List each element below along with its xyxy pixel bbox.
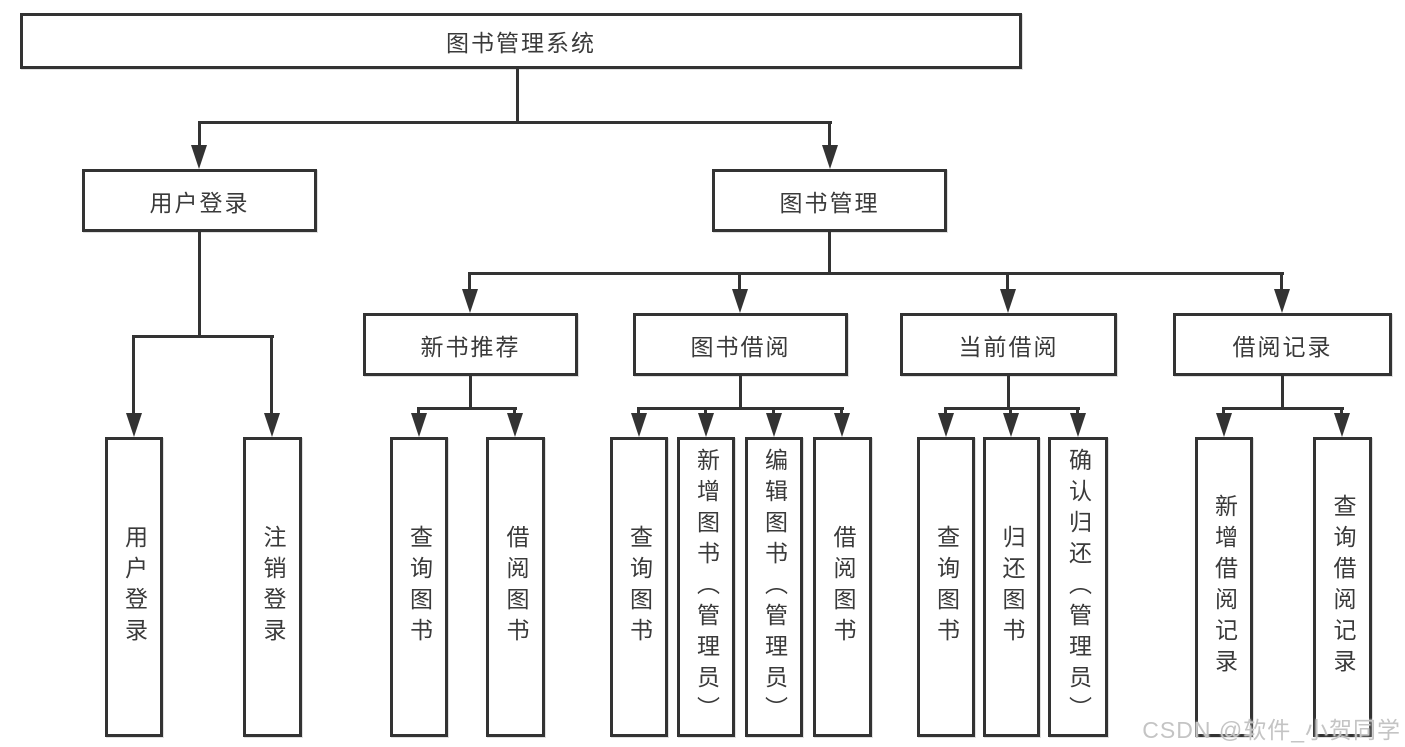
leaf-record-add-borrow-record-label: 新增借阅记录	[1211, 494, 1238, 680]
leaf-current-query-books-label: 查询图书	[933, 525, 960, 649]
leaf-record-query-borrow-record: 查询借阅记录	[1313, 437, 1372, 737]
leaf-record-add-borrow-record: 新增借阅记录	[1195, 437, 1253, 737]
leaf-current-query-books: 查询图书	[917, 437, 975, 737]
connector-line	[739, 376, 742, 407]
connector-line	[945, 407, 1080, 410]
leaf-current-confirm-return-admin-label: 确认归还（管理员）	[1065, 447, 1092, 727]
arrow-down-icon	[834, 413, 850, 437]
arrow-down-icon	[1216, 413, 1232, 437]
arrow-down-icon	[1070, 413, 1086, 437]
node-book-management-label: 图书管理	[779, 189, 880, 216]
arrow-down-icon	[1334, 413, 1350, 437]
node-user-login-label: 用户登录	[149, 189, 250, 216]
connector-line	[270, 335, 273, 420]
arrow-down-icon	[191, 145, 207, 169]
leaf-current-return-books: 归还图书	[983, 437, 1040, 737]
connector-line	[198, 121, 832, 124]
leaf-user-login-label: 用户登录	[121, 525, 148, 649]
node-book-borrow-label: 图书借阅	[690, 333, 791, 360]
leaf-borrow-borrow-books-label: 借阅图书	[830, 525, 856, 649]
leaf-borrow-query-books-label: 查询图书	[626, 525, 653, 649]
arrow-down-icon	[938, 413, 954, 437]
node-root-system-label: 图书管理系统	[446, 30, 596, 56]
leaf-logout-login-label: 注销登录	[260, 525, 286, 649]
leaf-borrow-query-books: 查询图书	[610, 437, 668, 737]
node-new-book-recommend-label: 新书推荐	[420, 333, 521, 360]
node-book-management: 图书管理	[712, 169, 947, 232]
arrow-down-icon	[766, 413, 782, 437]
arrow-down-icon	[1000, 289, 1016, 313]
connector-line	[828, 232, 831, 275]
leaf-borrow-borrow-books: 借阅图书	[813, 437, 872, 737]
arrow-down-icon	[732, 289, 748, 313]
connector-line	[469, 376, 472, 407]
connector-line	[828, 121, 831, 151]
leaf-user-login: 用户登录	[105, 437, 163, 737]
connector-line	[1006, 272, 1009, 292]
leaf-newbook-query-books-label: 查询图书	[406, 525, 433, 649]
leaf-borrow-edit-books-admin-label: 编辑图书（管理员）	[761, 447, 788, 727]
connector-line	[1281, 376, 1284, 407]
arrow-down-icon	[1274, 289, 1290, 313]
arrow-down-icon	[1003, 413, 1019, 437]
leaf-newbook-query-books: 查询图书	[390, 437, 448, 737]
connector-line	[1007, 376, 1010, 407]
connector-line	[198, 232, 201, 335]
arrow-down-icon	[411, 413, 427, 437]
leaf-record-query-borrow-record-label: 查询借阅记录	[1330, 494, 1356, 680]
arrow-down-icon	[462, 289, 478, 313]
node-new-book-recommend: 新书推荐	[363, 313, 578, 376]
arrow-down-icon	[264, 413, 280, 437]
connector-line	[198, 121, 201, 151]
leaf-current-return-books-label: 归还图书	[999, 525, 1025, 649]
connector-line	[133, 335, 274, 338]
node-borrow-record: 借阅记录	[1173, 313, 1392, 376]
connector-line	[516, 69, 519, 122]
arrow-down-icon	[698, 413, 714, 437]
csdn-watermark: CSDN @软件_小贺同学	[1142, 717, 1401, 743]
connector-line	[418, 407, 517, 410]
node-root-system: 图书管理系统	[20, 13, 1022, 69]
node-current-borrow-label: 当前借阅	[958, 333, 1059, 360]
leaf-newbook-borrow-books-label: 借阅图书	[503, 525, 529, 649]
connector-line	[132, 335, 135, 420]
connector-line	[638, 407, 844, 410]
node-current-borrow: 当前借阅	[900, 313, 1117, 376]
node-user-login: 用户登录	[82, 169, 317, 232]
leaf-borrow-edit-books-admin: 编辑图书（管理员）	[745, 437, 803, 737]
arrow-down-icon	[507, 413, 523, 437]
arrow-down-icon	[822, 145, 838, 169]
connector-line	[469, 272, 1284, 275]
leaf-logout-login: 注销登录	[243, 437, 302, 737]
connector-line	[468, 272, 471, 292]
connector-line	[738, 272, 741, 292]
node-book-borrow: 图书借阅	[633, 313, 848, 376]
connector-line	[1280, 272, 1283, 292]
arrow-down-icon	[126, 413, 142, 437]
connector-line	[1223, 407, 1344, 410]
arrow-down-icon	[631, 413, 647, 437]
leaf-current-confirm-return-admin: 确认归还（管理员）	[1048, 437, 1108, 737]
leaf-newbook-borrow-books: 借阅图书	[486, 437, 545, 737]
leaf-borrow-add-books-admin: 新增图书（管理员）	[677, 437, 735, 737]
node-borrow-record-label: 借阅记录	[1232, 333, 1333, 360]
leaf-borrow-add-books-admin-label: 新增图书（管理员）	[693, 447, 720, 727]
